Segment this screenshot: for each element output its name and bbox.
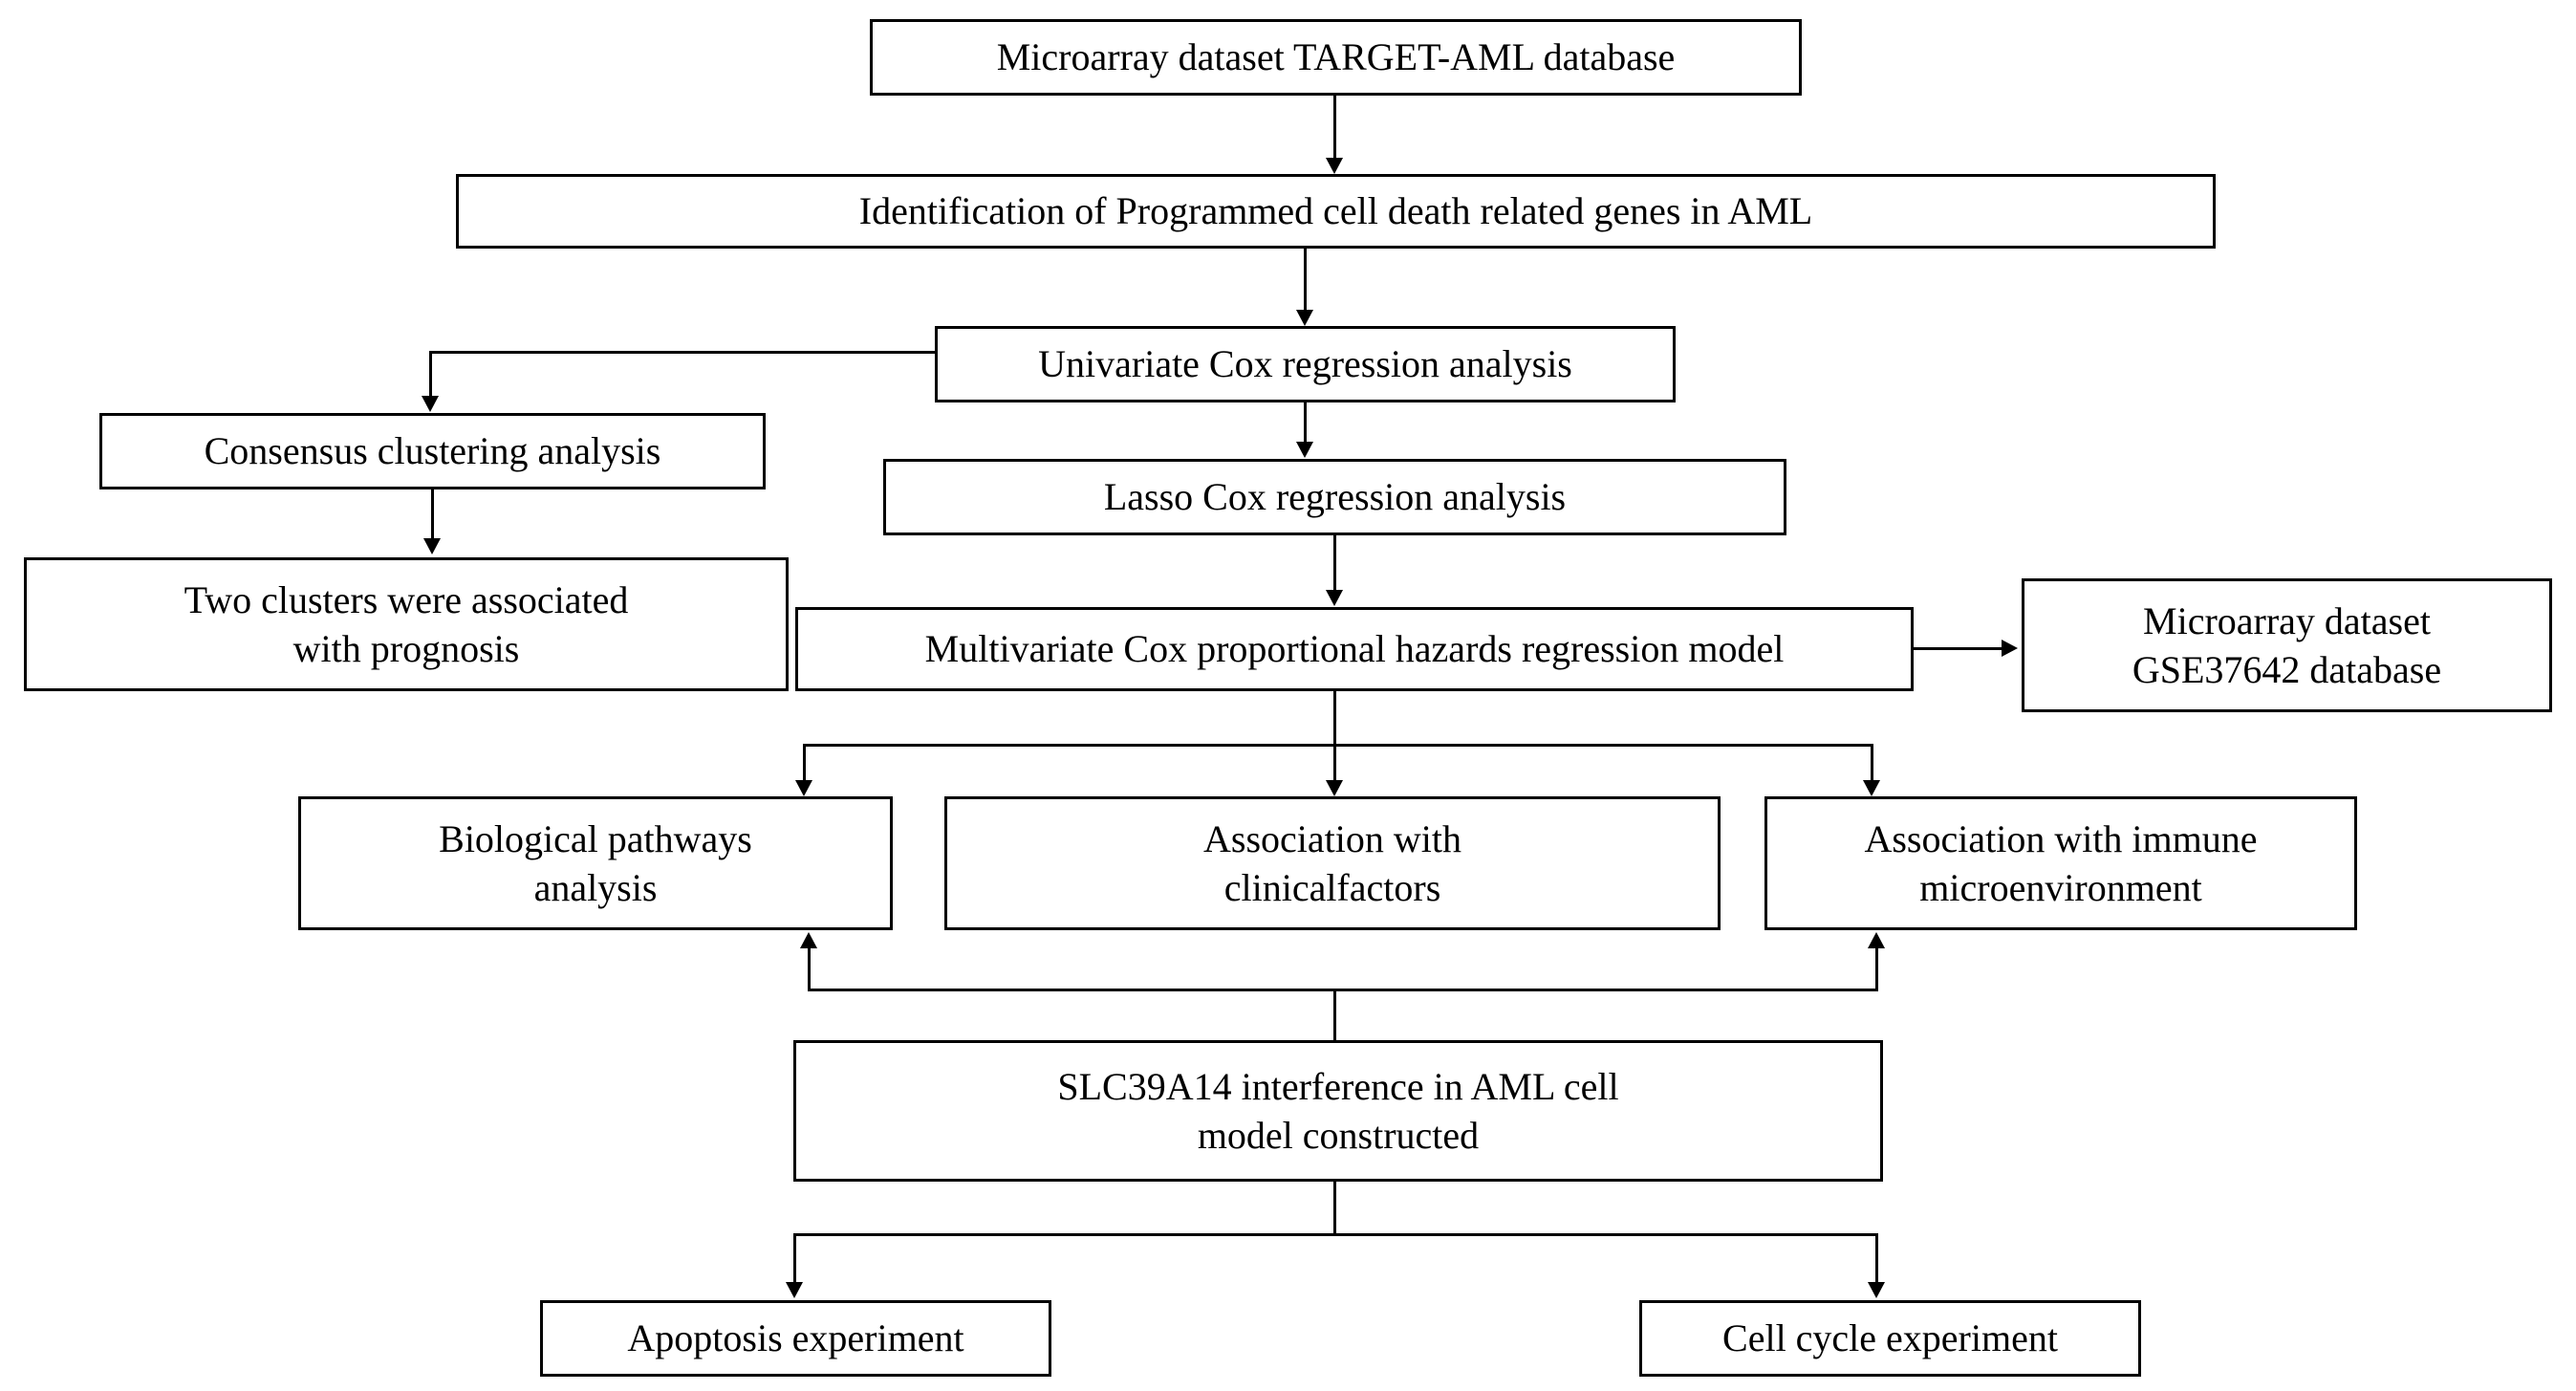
- connector-multivariate-to-clinical-drop: [1333, 744, 1336, 782]
- node-apoptosis-experiment: Apoptosis experiment: [540, 1300, 1051, 1377]
- connector-univariate-to-consensus-vertical: [429, 351, 432, 397]
- node-label: Consensus clustering analysis: [204, 429, 661, 473]
- connector-slc39a14-to-apoptosis-arrowhead: [786, 1282, 803, 1298]
- node-label: Microarray dataset TARGET-AML database: [996, 35, 1676, 79]
- connector-univariate-to-lasso-line: [1304, 402, 1307, 443]
- node-label: SLC39A14 interference in AML cell model …: [1057, 1064, 1619, 1157]
- node-label: Two clusters were associated with progno…: [184, 577, 629, 670]
- node-microarray-gse37642: Microarray dataset GSE37642 database: [2022, 578, 2552, 712]
- node-identification-pcd-genes: Identification of Programmed cell death …: [456, 174, 2216, 249]
- connector-multivariate-to-gse-arrowhead: [2002, 640, 2018, 657]
- connector-univariate-to-consensus-horizontal: [429, 351, 937, 354]
- node-two-clusters-prognosis: Two clusters were associated with progno…: [24, 557, 789, 691]
- node-label: Identification of Programmed cell death …: [858, 189, 1813, 233]
- node-label: Biological pathways analysis: [439, 816, 752, 909]
- connector-slc39a14-to-experiments-stem: [1333, 1182, 1336, 1235]
- connector-microarray-to-identification-line: [1333, 96, 1336, 159]
- connector-multivariate-to-immune-drop: [1871, 744, 1873, 782]
- connector-multivariate-to-immune-arrowhead: [1863, 780, 1880, 796]
- connector-univariate-to-consensus-arrowhead: [422, 396, 439, 412]
- node-label: Microarray dataset GSE37642 database: [2132, 598, 2442, 691]
- node-biological-pathways: Biological pathways analysis: [298, 796, 893, 930]
- connector-identification-to-univariate-line: [1304, 249, 1307, 310]
- connector-consensus-to-two-clusters-arrowhead: [423, 538, 441, 554]
- node-slc39a14-interference-model: SLC39A14 interference in AML cell model …: [793, 1040, 1883, 1182]
- node-lasso-cox-regression: Lasso Cox regression analysis: [883, 459, 1786, 535]
- node-label: Multivariate Cox proportional hazards re…: [924, 627, 1785, 671]
- connector-slc39a14-to-immune-arrowhead: [1868, 932, 1885, 948]
- connector-multivariate-to-pathways-arrowhead: [795, 780, 812, 796]
- node-multivariate-cox-model: Multivariate Cox proportional hazards re…: [795, 607, 1914, 691]
- connector-lasso-to-multivariate-line: [1333, 535, 1336, 591]
- node-label: Association with immune microenvironment: [1864, 816, 2258, 909]
- node-label: Association with clinicalfactors: [1203, 816, 1461, 909]
- connector-microarray-to-identification-arrowhead: [1326, 158, 1343, 174]
- connector-slc39a14-to-cellcycle-arrowhead: [1868, 1282, 1885, 1298]
- connector-slc39a14-fanout-up-bus: [808, 989, 1878, 991]
- connector-lasso-to-multivariate-arrowhead: [1326, 590, 1343, 606]
- connector-multivariate-to-clinical-arrowhead: [1326, 780, 1343, 796]
- node-univariate-cox-regression: Univariate Cox regression analysis: [935, 326, 1676, 402]
- connector-slc39a14-to-cellcycle-drop: [1875, 1233, 1878, 1283]
- node-association-immune-microenvironment: Association with immune microenvironment: [1764, 796, 2357, 930]
- node-label: Apoptosis experiment: [627, 1316, 964, 1360]
- node-cell-cycle-experiment: Cell cycle experiment: [1639, 1300, 2141, 1377]
- connector-univariate-to-lasso-arrowhead: [1296, 442, 1313, 458]
- node-association-clinical-factors: Association with clinicalfactors: [944, 796, 1721, 930]
- connector-consensus-to-two-clusters-line: [431, 489, 434, 539]
- node-label: Lasso Cox regression analysis: [1103, 475, 1567, 519]
- connector-slc39a14-to-experiments-bus: [793, 1233, 1878, 1236]
- connector-slc39a14-to-pathways-riser: [808, 948, 811, 990]
- connector-multivariate-fanout-stem: [1333, 691, 1336, 746]
- connector-slc39a14-to-immune-riser: [1875, 948, 1878, 990]
- connector-slc39a14-fanout-up-stem: [1333, 989, 1336, 1042]
- node-microarray-target-aml: Microarray dataset TARGET-AML database: [870, 19, 1802, 96]
- node-label: Univariate Cox regression analysis: [1038, 342, 1572, 386]
- node-consensus-clustering: Consensus clustering analysis: [99, 413, 766, 489]
- connector-slc39a14-to-pathways-arrowhead: [800, 932, 817, 948]
- connector-slc39a14-to-apoptosis-drop: [793, 1233, 796, 1283]
- connector-multivariate-to-pathways-drop: [803, 744, 806, 782]
- connector-identification-to-univariate-arrowhead: [1296, 310, 1313, 326]
- connector-multivariate-to-gse-horizontal: [1914, 647, 2003, 650]
- node-label: Cell cycle experiment: [1722, 1316, 2058, 1360]
- connector-multivariate-fanout-bus: [803, 744, 1873, 747]
